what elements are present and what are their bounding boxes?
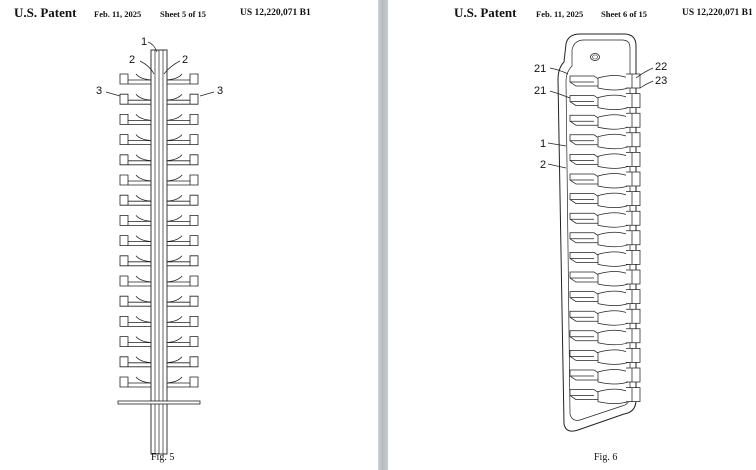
hook-left	[119, 376, 152, 388]
figure-5-drawing: 1 2 2 3 3	[96, 36, 223, 455]
hook-pair	[569, 250, 641, 267]
label-21-lower: 21	[534, 85, 546, 97]
hook-left	[119, 255, 152, 267]
label-3-right: 3	[217, 85, 223, 97]
sheet-number: Sheet 6 of 15	[601, 9, 648, 19]
hook-pair	[569, 387, 641, 404]
patent-number: US 12,220,071 B1	[240, 8, 311, 18]
hook-right	[166, 73, 199, 85]
hook-pair	[569, 328, 641, 346]
hook-right	[166, 255, 199, 267]
patent-title: U.S. Patent	[454, 5, 517, 20]
label-2-right: 2	[182, 54, 188, 66]
hook-right	[166, 316, 199, 327]
hook-right	[166, 154, 199, 166]
hook-pair	[569, 367, 641, 385]
hook-pair	[569, 289, 641, 306]
hook-right	[166, 194, 199, 206]
hook-right	[166, 295, 199, 307]
hook-left	[119, 275, 152, 287]
hook-pair	[569, 210, 641, 228]
patent-page-sheet-5: U.S. Patent Feb. 11, 2025 Sheet 5 of 15 …	[0, 0, 378, 470]
label-2: 2	[540, 159, 546, 171]
hook-pair	[569, 112, 641, 130]
label-3-left: 3	[96, 85, 102, 97]
hook-pair	[569, 348, 641, 365]
hook-left	[119, 235, 152, 246]
hook-right	[166, 376, 199, 388]
base-plate	[117, 400, 201, 405]
hook-left	[119, 114, 152, 125]
hook-right	[166, 134, 199, 145]
label-23: 23	[655, 75, 667, 87]
hook-left	[119, 73, 152, 85]
hook-right	[166, 356, 199, 368]
hook-pair	[569, 308, 641, 326]
hook-left	[119, 93, 152, 105]
hook-pair	[569, 171, 641, 189]
hook-left	[119, 336, 152, 347]
label-22: 22	[655, 61, 667, 73]
patent-number: US 12,220,071 B1	[682, 8, 753, 18]
hook-right	[166, 275, 199, 287]
hook-right	[166, 114, 199, 125]
hook-left	[119, 215, 152, 226]
hook-pair	[569, 152, 641, 169]
patent-date: Feb. 11, 2025	[536, 9, 584, 19]
hook-right	[166, 215, 199, 226]
label-1: 1	[540, 138, 546, 150]
figure-6-drawing: 21 21 22 23 1 2	[534, 33, 667, 432]
label-2-left: 2	[129, 54, 135, 66]
figure-caption: Fig. 6	[594, 452, 618, 463]
hook-right	[166, 174, 199, 186]
patent-page-sheet-6: U.S. Patent Feb. 11, 2025 Sheet 6 of 15 …	[388, 0, 756, 470]
hook-pair	[569, 230, 641, 248]
hook-pair	[569, 73, 641, 91]
hook-left	[119, 316, 152, 327]
hook-right	[166, 336, 199, 347]
label-21-top: 21	[534, 63, 546, 75]
hook-pair	[569, 191, 641, 208]
hook-pair	[569, 132, 641, 150]
hook-left	[119, 295, 152, 307]
label-1: 1	[141, 36, 147, 48]
hook-left	[119, 134, 152, 145]
hook-left	[119, 154, 152, 166]
hook-left	[119, 194, 152, 206]
page-gutter	[378, 0, 388, 470]
hook-left	[119, 356, 152, 368]
patent-date: Feb. 11, 2025	[94, 9, 142, 19]
hook-left	[119, 174, 152, 186]
hook-pair	[569, 269, 641, 287]
patent-title: U.S. Patent	[14, 5, 77, 20]
figure-caption: Fig. 5	[151, 452, 175, 463]
sheet-number: Sheet 5 of 15	[160, 9, 207, 19]
hook-right	[166, 235, 199, 246]
hook-pair	[569, 93, 641, 110]
hook-right	[166, 93, 199, 105]
